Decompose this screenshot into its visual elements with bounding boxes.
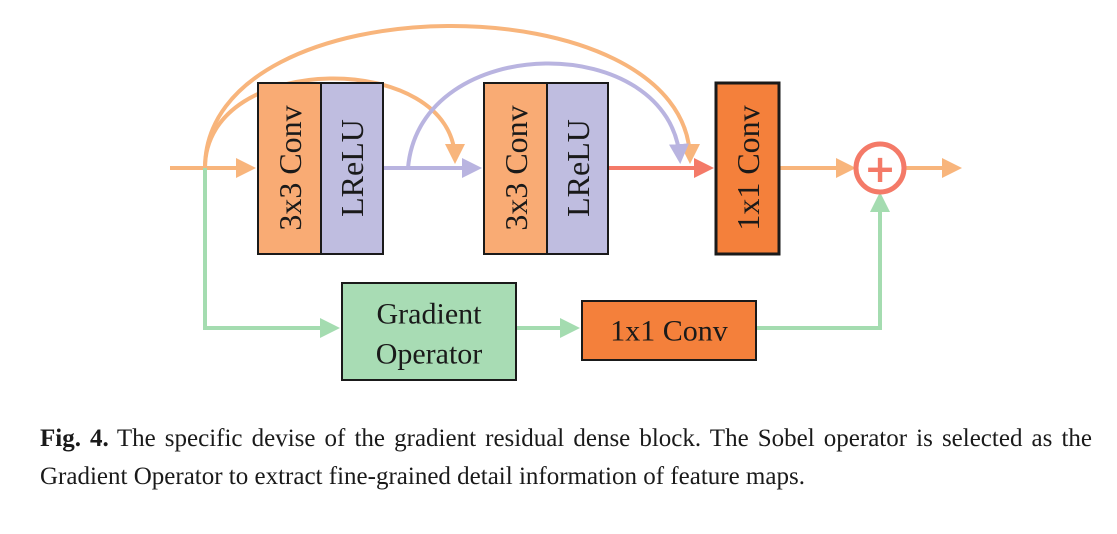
gradient-conv-box: [581, 300, 757, 361]
figure-caption: Fig. 4.The specific devise of the gradie…: [40, 420, 1092, 496]
figure-label: Fig. 4.: [40, 425, 109, 452]
block2: 3x3 Conv LReLU: [483, 82, 609, 255]
caption-text: The specific devise of the gradient resi…: [40, 425, 1092, 490]
block1-lrelu-label: LReLU: [334, 119, 370, 217]
block2-lrelu-label: LReLU: [560, 119, 596, 217]
skip-arc-block1-to-block3: [406, 61, 689, 169]
gradient-operator-line1: Gradient: [377, 298, 483, 331]
block3: 1x1 Conv: [714, 81, 781, 256]
gradient-operator-line2: Operator: [376, 338, 483, 371]
gradient-conv-to-sum-arrow: [756, 192, 890, 330]
block1: 3x3 Conv LReLU: [257, 82, 384, 255]
block2-conv-label: 3x3 Conv: [498, 105, 534, 230]
block1-lrelu-box: [320, 82, 384, 255]
skip-arc-input-to-block2: [203, 76, 465, 169]
sum-symbol: +: [864, 147, 896, 191]
block3-conv-label: 1x1 Conv: [730, 105, 766, 230]
block3-conv-box: [714, 81, 781, 256]
gradient-conv: 1x1 Conv: [581, 300, 757, 361]
gradient-operator: Gradient Operator: [341, 282, 517, 381]
gradient-branch-line: [203, 168, 340, 338]
skip-arc-input-to-block3: [203, 24, 700, 169]
gradient-conv-label: 1x1 Conv: [610, 315, 728, 348]
block1-conv-label: 3x3 Conv: [272, 105, 308, 230]
sum-node: +: [853, 141, 907, 195]
block2-lrelu-box: [546, 82, 609, 255]
gradient-residual-dense-block-diagram: 3x3 Conv LReLU 3x3 Conv LReLU 1x1 Conv +…: [170, 24, 962, 381]
gradient-operator-box: [341, 282, 517, 381]
sum-circle: [853, 141, 907, 195]
block1-conv-box: [257, 82, 322, 255]
